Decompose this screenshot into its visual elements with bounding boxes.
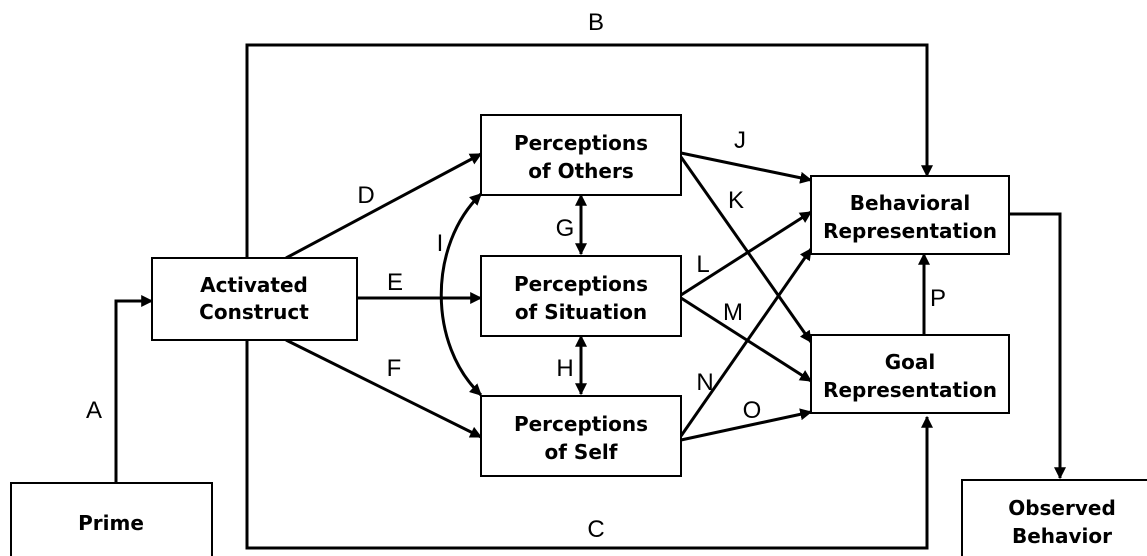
edge-k [679, 156, 813, 343]
edge-b [245, 43, 933, 258]
edge-n [679, 248, 813, 437]
box-behavioral-line-1: Behavioral [850, 191, 970, 215]
box-self-line-1: Perceptions [514, 412, 648, 436]
label-b: B [588, 9, 604, 36]
box-perceptions-situation: Perceptions of Situation [480, 255, 682, 337]
label-f: F [387, 355, 402, 382]
box-observed-line-2: Behavior [1012, 524, 1112, 548]
edge-c [245, 341, 933, 550]
box-others-line-1: Perceptions [514, 131, 648, 155]
box-observed-line-1: Observed [1008, 496, 1116, 520]
label-j: J [734, 127, 746, 154]
box-goal-representation: Goal Representation [810, 334, 1010, 414]
label-c: C [587, 516, 604, 543]
box-behavioral-line-2: Representation [823, 219, 997, 243]
label-l: L [696, 251, 709, 278]
box-situation-line-2: of Situation [515, 300, 647, 324]
edge-f [285, 338, 483, 439]
edge-a [114, 295, 154, 483]
label-a: A [86, 397, 102, 424]
edge-o [680, 408, 813, 442]
box-others-line-2: of Others [528, 159, 634, 183]
label-g: G [556, 215, 575, 242]
box-perceptions-self: Perceptions of Self [480, 395, 682, 477]
box-activated-line-1: Activated [200, 273, 308, 297]
label-k: K [728, 187, 744, 214]
edge-j [680, 151, 813, 184]
edges [114, 43, 1066, 550]
path-labels: A B C D E F G H I J K L M N O P [86, 9, 946, 543]
label-e: E [387, 269, 403, 296]
label-p: P [930, 285, 946, 312]
edge-output [1009, 212, 1066, 480]
label-h: H [556, 355, 573, 382]
label-n: N [696, 369, 713, 396]
box-goal-line-1: Goal [885, 350, 936, 374]
box-prime: Prime [10, 482, 213, 556]
box-prime-line-1: Prime [78, 511, 144, 535]
label-d: D [357, 182, 374, 209]
box-goal-line-2: Representation [823, 378, 997, 402]
edge-m [680, 296, 813, 383]
label-i: I [437, 230, 444, 257]
edge-d [285, 152, 483, 260]
edge-i [439, 192, 483, 397]
label-o: O [743, 397, 762, 424]
edge-l [680, 210, 813, 297]
box-observed-behavior: Observed Behavior [961, 479, 1147, 556]
box-activated-line-2: Construct [199, 300, 309, 324]
label-m: M [723, 299, 743, 326]
box-self-line-2: of Self [545, 440, 618, 464]
box-perceptions-others: Perceptions of Others [480, 114, 682, 196]
box-behavioral-representation: Behavioral Representation [810, 175, 1010, 255]
box-situation-line-1: Perceptions [514, 272, 648, 296]
box-activated-construct: Activated Construct [151, 257, 358, 341]
